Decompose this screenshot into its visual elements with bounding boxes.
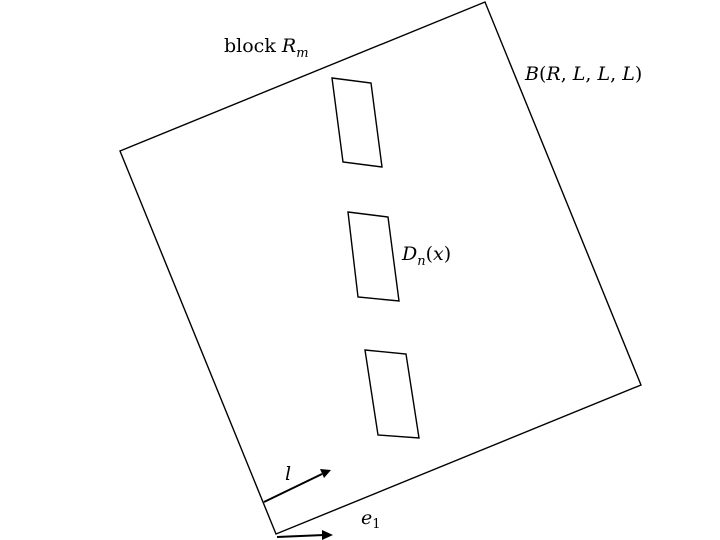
- outer-block: [119, 1, 642, 535]
- domain-middle: [347, 211, 400, 302]
- label-dn-x: Dn(x): [401, 243, 451, 269]
- domain-bottom: [364, 349, 420, 439]
- label-e1: e1: [361, 507, 381, 532]
- arrow-l: [263, 469, 331, 503]
- domain-top: [331, 77, 383, 168]
- label-block-rm: block Rm: [224, 35, 309, 61]
- label-l: l: [285, 463, 291, 485]
- label-b-rlll: B(R, L, L, L): [524, 63, 642, 85]
- arrow-e1: [276, 530, 333, 540]
